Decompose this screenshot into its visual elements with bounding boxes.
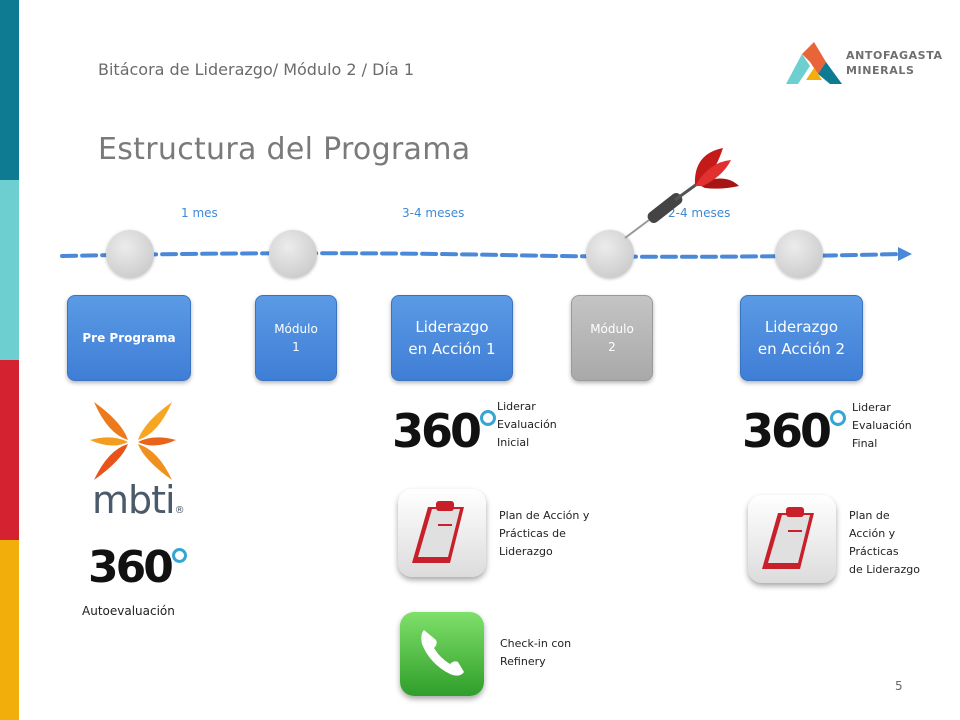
- checkin-text: Check-in con Refinery: [500, 635, 571, 671]
- text-line: Prácticas: [849, 545, 899, 558]
- phone-icon: [421, 630, 464, 676]
- stage-label: Liderazgo en Acción 2: [757, 318, 846, 358]
- clipboard-app-icon: [748, 495, 836, 583]
- logo-360-accion-1: 360: [392, 404, 502, 458]
- text-line: de Liderazgo: [849, 563, 920, 576]
- timeline-node[interactable]: [269, 230, 317, 278]
- breadcrumb: Bitácora de Liderazgo/ Módulo 2 / Día 1: [98, 60, 414, 79]
- evaluacion-final-text: Liderar Evaluación Final: [852, 399, 912, 453]
- clipboard-app-icon: [398, 489, 486, 577]
- phone-app-icon: [400, 612, 484, 696]
- duration-label-1: 1 mes: [181, 206, 218, 220]
- clipboard-icon: [412, 501, 464, 563]
- mbti-wordmark: mbti®: [92, 478, 185, 522]
- registered-mark: ®: [174, 505, 185, 516]
- r360-text: 360: [392, 404, 482, 458]
- stage-liderazgo-accion-2[interactable]: Liderazgo en Acción 2: [740, 295, 863, 381]
- duration-label-2: 3-4 meses: [402, 206, 465, 220]
- stage-label: Pre Programa: [82, 331, 176, 345]
- stage-liderazgo-accion-1[interactable]: Liderazgo en Acción 1: [391, 295, 513, 381]
- stage-modulo-1[interactable]: Módulo 1: [255, 295, 337, 381]
- accent-bar-teal: [0, 0, 19, 180]
- text-line: Evaluación: [497, 418, 557, 431]
- logo-360-accion-2: 360: [742, 404, 852, 458]
- slide-title: Estructura del Programa: [98, 132, 471, 167]
- brand-name-line1: ANTOFAGASTA: [846, 49, 943, 62]
- text-line: Plan de: [849, 509, 890, 522]
- stage-label: Liderazgo en Acción 1: [408, 318, 496, 358]
- accent-bar-red: [0, 360, 19, 540]
- logo-360-pre: 360: [88, 542, 198, 594]
- plan-accion-2-text: Plan de Acción y Prácticas de Liderazgo: [849, 507, 920, 579]
- text-line: Prácticas de: [499, 527, 566, 540]
- timeline-arrow: [60, 247, 912, 261]
- degree-circle-icon: [172, 548, 187, 563]
- autoevaluacion-label: Autoevaluación: [82, 604, 175, 618]
- text-line: Liderar: [497, 400, 536, 413]
- timeline-node[interactable]: [775, 230, 823, 278]
- text-line: Acción y: [849, 527, 896, 540]
- mbti-text: mbti: [92, 478, 176, 522]
- degree-circle-icon: [480, 410, 496, 426]
- degree-circle-icon: [830, 410, 846, 426]
- mbti-logo-icon: [90, 402, 176, 480]
- r360-text: 360: [742, 404, 832, 458]
- text-line: Liderar: [852, 401, 891, 414]
- text-line: Inicial: [497, 436, 530, 449]
- r360-text: 360: [88, 542, 174, 593]
- stage-label: Módulo 2: [590, 322, 634, 354]
- dart-icon: [624, 148, 739, 239]
- text-line: Refinery: [500, 655, 546, 668]
- brand-logo: ANTOFAGASTA MINERALS: [784, 40, 944, 88]
- text-line: Check-in con: [500, 637, 572, 650]
- stage-pre-programa[interactable]: Pre Programa: [67, 295, 191, 381]
- duration-label-3: 2-4 meses: [668, 206, 731, 220]
- text-line: Final: [852, 437, 878, 450]
- text-line: Liderazgo: [499, 545, 553, 558]
- stage-label: Módulo 1: [274, 322, 318, 354]
- text-line: Evaluación: [852, 419, 912, 432]
- antofagasta-logo-icon: [786, 42, 842, 84]
- text-line: Plan de Acción y: [499, 509, 590, 522]
- accent-bar-aqua: [0, 180, 19, 360]
- stage-modulo-2[interactable]: Módulo 2: [571, 295, 653, 381]
- page-number: 5: [895, 679, 903, 693]
- clipboard-icon: [762, 507, 814, 569]
- timeline-node[interactable]: [106, 230, 154, 278]
- accent-bar-yellow: [0, 540, 19, 720]
- plan-accion-1-text: Plan de Acción y Prácticas de Liderazgo: [499, 507, 589, 561]
- evaluacion-inicial-text: Liderar Evaluación Inicial: [497, 398, 557, 452]
- brand-name-line2: MINERALS: [846, 64, 915, 77]
